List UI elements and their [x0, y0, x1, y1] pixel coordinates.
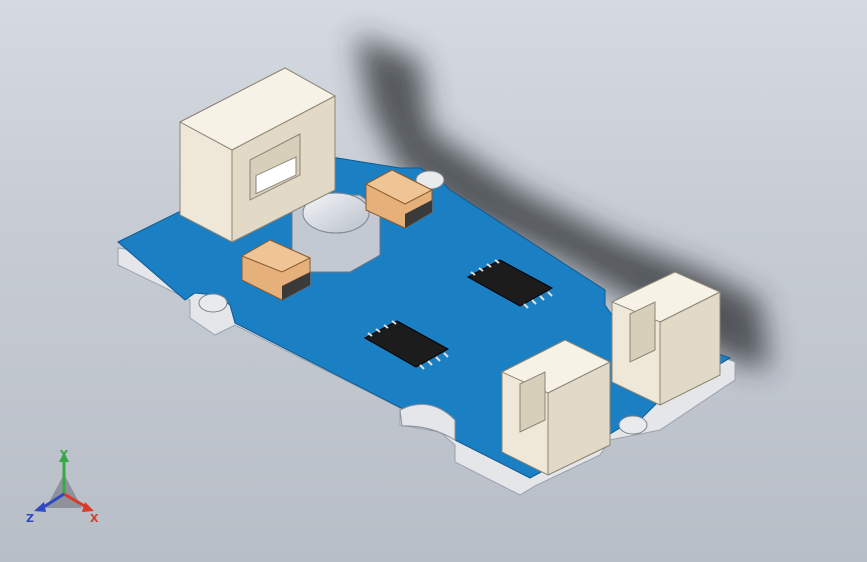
x-axis-arrow	[82, 502, 94, 512]
grove-connector-lower-1[interactable]	[500, 339, 612, 476]
z-axis-arrow	[34, 502, 46, 512]
z-axis-line	[41, 492, 65, 510]
ic-chip-lower	[363, 320, 450, 370]
pcb-board[interactable]	[117, 67, 736, 496]
mounting-hole	[198, 293, 228, 313]
orientation-triad[interactable]: Y X Z	[22, 446, 106, 526]
capacitor-left	[240, 239, 312, 301]
mounting-hole	[618, 415, 648, 435]
board-notch	[399, 403, 456, 441]
y-axis-arrow	[59, 452, 69, 462]
capacitor-right	[364, 169, 434, 229]
y-axis-label: Y	[59, 448, 69, 461]
x-axis-label: X	[90, 512, 99, 525]
z-axis-label: Z	[26, 512, 34, 525]
grove-connector-lower-2[interactable]	[610, 271, 722, 406]
ic-chip-upper	[466, 259, 554, 309]
grove-connector-main[interactable]	[178, 67, 337, 243]
